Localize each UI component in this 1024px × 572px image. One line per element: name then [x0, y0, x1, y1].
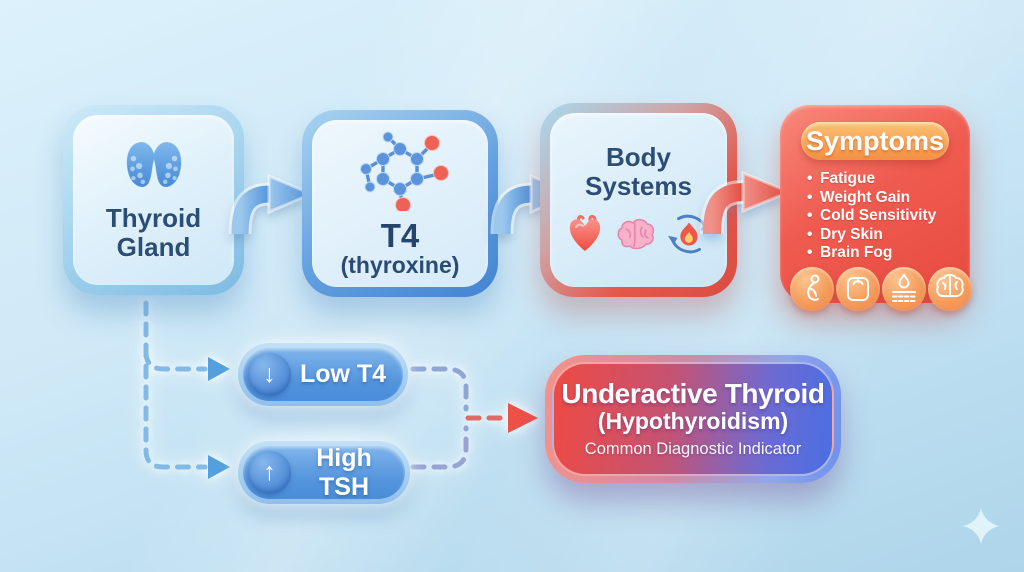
- symptoms-card: Symptoms Fatigue Weight Gain Cold Sensit…: [780, 105, 972, 311]
- symptom-item: Brain Fog: [807, 244, 970, 263]
- box-title-thyroid-gland: Thyroid Gland: [105, 202, 202, 262]
- flow-box-t4-surface: T4 (thyroxine): [312, 120, 488, 287]
- arrowhead-high-tsh: [208, 455, 230, 479]
- diagnosis-subtitle: (Hypothyroidism): [597, 407, 789, 434]
- flow-box-t4: T4 (thyroxine): [302, 110, 498, 297]
- arrow-down-icon: ↓: [248, 353, 291, 396]
- brain-icon: [616, 219, 654, 250]
- symptom-item: Fatigue: [807, 170, 970, 189]
- diagnosis-card-surface: Underactive Thyroid (Hypothyroidism) Com…: [552, 362, 834, 476]
- dry-skin-icon: [882, 267, 926, 311]
- indicator-pill-high-tsh: ↑ High TSH: [238, 441, 410, 504]
- diagnosis-card: Underactive Thyroid (Hypothyroidism) Com…: [545, 355, 841, 483]
- arrowhead-diagnosis: [508, 403, 538, 433]
- arrow-up-icon: ↑: [248, 451, 291, 494]
- flow-box-body-systems: Body Systems: [540, 103, 737, 297]
- flow-box-thyroid-gland-surface: Thyroid Gland: [73, 115, 234, 285]
- t4-molecule-icon: [360, 131, 449, 212]
- thyroid-gland-icon: [125, 141, 182, 188]
- symptom-item: Dry Skin: [807, 226, 970, 245]
- diagnosis-note: Common Diagnostic Indicator: [584, 440, 802, 459]
- box-subtitle-thyroxine: (thyroxine): [340, 252, 460, 279]
- flow-arrow-icon: [228, 173, 315, 234]
- indicator-label: Low T4: [299, 360, 387, 388]
- box-title-t4: T4: [380, 217, 420, 255]
- sparkle-icon: [963, 508, 999, 544]
- heart-icon: [569, 215, 600, 252]
- symptom-icon-row: [780, 267, 982, 311]
- arrowhead-low-t4: [208, 357, 230, 381]
- flow-arrow-icon: [700, 170, 793, 234]
- indicator-pill-low-t4: ↓ Low T4: [238, 343, 408, 406]
- body-systems-icon-row: [566, 211, 712, 257]
- indicator-pill-low-t4-surface: ↓ Low T4: [243, 348, 403, 401]
- diagnosis-title: Underactive Thyroid: [561, 377, 825, 409]
- weight-scale-icon: [836, 267, 880, 311]
- symptoms-list: Fatigue Weight Gain Cold Sensitivity Dry…: [780, 170, 970, 263]
- indicator-pill-high-tsh-surface: ↑ High TSH: [243, 443, 405, 501]
- box-title-body-systems: Body Systems: [585, 141, 692, 201]
- flow-box-body-systems-surface: Body Systems: [550, 113, 727, 287]
- brain-fog-icon: [928, 267, 972, 311]
- symptom-item: Cold Sensitivity: [807, 207, 970, 226]
- symptom-item: Weight Gain: [807, 189, 970, 208]
- symptoms-header: Symptoms: [801, 122, 949, 160]
- indicator-label: High TSH: [316, 443, 372, 501]
- fatigue-person-icon: [790, 267, 834, 311]
- flow-box-thyroid-gland: Thyroid Gland: [63, 105, 244, 295]
